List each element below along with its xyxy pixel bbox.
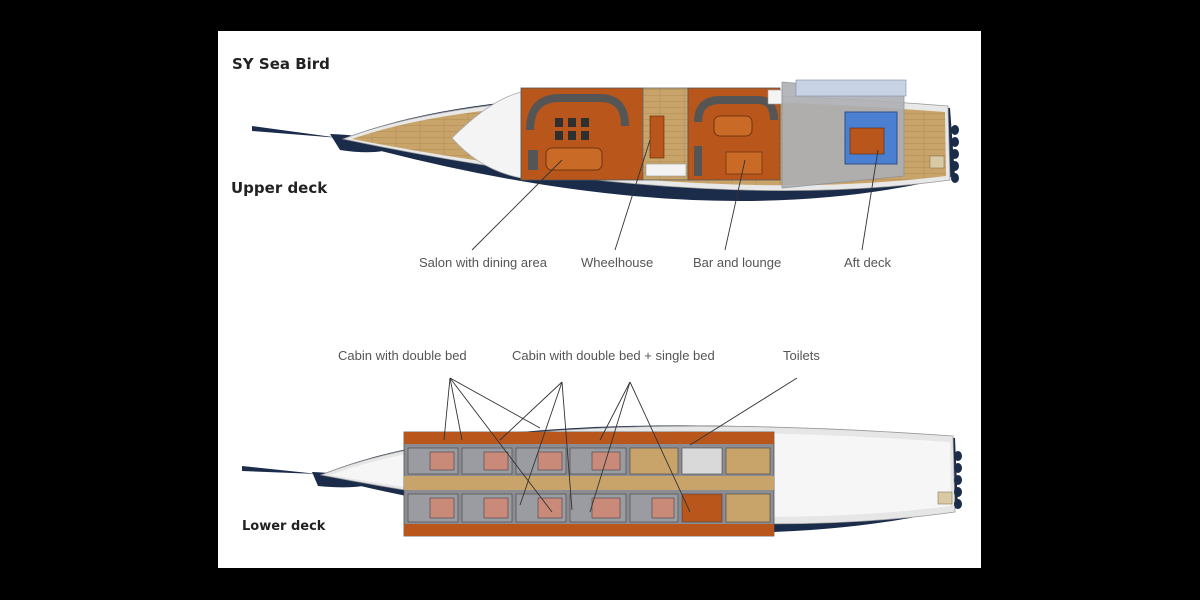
label-wheelhouse: Wheelhouse [581,255,654,270]
label-toilets: Toilets [783,348,820,363]
label-aft-deck: Aft deck [844,255,891,270]
upper-deck-plan [252,79,959,201]
wheelhouse-leader-line [614,139,651,251]
upper-leader-lines [471,139,879,251]
label-cabin-double-single: Cabin with double bed + single bed [512,348,715,363]
lower-bottom-cabins [407,493,771,523]
bar-leader-line [724,159,746,251]
upper-deck-title: Upper deck [231,179,328,197]
lower-corridor [404,476,774,490]
bar-lounge-sofa [694,96,778,123]
lower-deck-title: Lower deck [242,519,326,534]
lower-portholes [417,434,643,440]
label-bar-lounge: Bar and lounge [693,255,782,270]
upper-bowsprit [252,126,340,138]
lower-deck-plan [242,425,962,537]
label-salon: Salon with dining area [419,255,547,270]
lower-top-cabins [407,447,771,475]
salon-sofa [526,94,629,131]
lower-bowsprit [242,466,318,474]
boat-name-title: SY Sea Bird [232,55,330,73]
salon-dining-table [545,147,603,171]
upper-stern-fenders [951,125,959,183]
lower-stern-fenders [954,451,962,509]
lower-leader-lines [443,377,798,513]
bar-lounge-table [713,115,753,137]
label-cabin-double: Cabin with double bed [338,348,467,363]
salon-leader-line [471,159,563,251]
aft-leader-line [861,149,879,251]
